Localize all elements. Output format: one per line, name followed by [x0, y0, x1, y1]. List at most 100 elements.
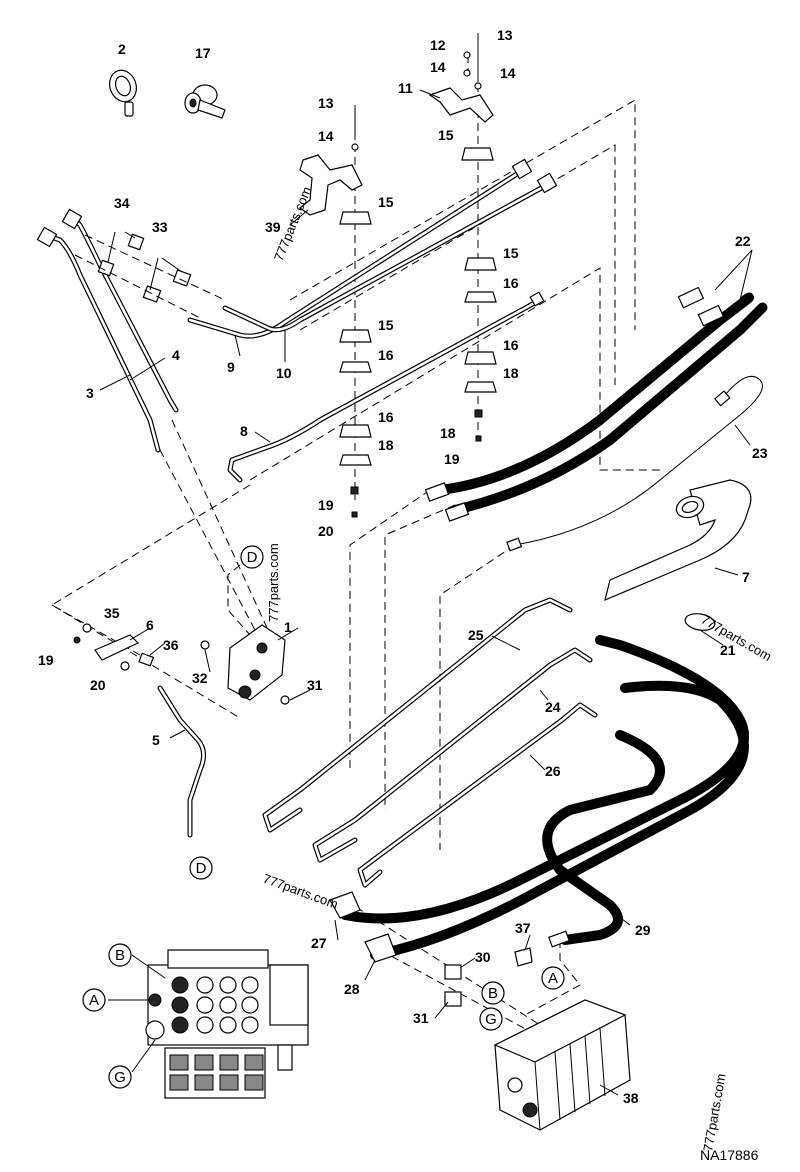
callout-letter: G [114, 1069, 126, 1086]
assembly-guide-lines [51, 45, 660, 1046]
part-number: 14 [500, 65, 516, 81]
part-number: 20 [90, 677, 106, 693]
tube-10 [222, 172, 558, 333]
tube-27 [357, 702, 598, 888]
tube-26 [262, 597, 573, 833]
tube-5 [157, 685, 206, 838]
hose-23 [424, 286, 768, 522]
part-number: 25 [468, 627, 484, 643]
part-number: 33 [152, 219, 168, 235]
hose-30 [542, 730, 665, 948]
part-number: 26 [545, 763, 561, 779]
part-number: 15 [378, 194, 394, 210]
part-number: 21 [720, 642, 736, 658]
part-number: 15 [378, 317, 394, 333]
part-number: 2 [118, 41, 126, 57]
bracket-11 [428, 33, 494, 123]
part-number: 18 [503, 365, 519, 381]
part-number: 9 [227, 359, 235, 375]
watermark-text: 777parts.com [266, 543, 281, 622]
part-number: 34 [114, 195, 130, 211]
part-number: 11 [398, 80, 413, 96]
part-number: 13 [318, 95, 334, 111]
fittings-28-29 [329, 891, 533, 1007]
callout-letter: G [485, 1011, 497, 1028]
callout-circle [108, 943, 132, 967]
part-number: 31 [307, 677, 323, 693]
part-number: 37 [515, 920, 531, 936]
part-number: 14 [430, 59, 446, 75]
part-number: 16 [503, 337, 519, 353]
hose-28 [340, 635, 749, 924]
part-number: 20 [318, 523, 334, 539]
bracket-6 [73, 623, 155, 671]
part-number: 7 [742, 569, 750, 585]
hose-24 [506, 375, 763, 552]
callout-letter: A [89, 992, 99, 1009]
part-number: 23 [752, 445, 768, 461]
part-number: 35 [104, 605, 120, 621]
part-number: 6 [146, 617, 154, 633]
clamp-22 [684, 613, 716, 631]
tube-8 [227, 291, 545, 483]
hose-clamp-2 [109, 69, 137, 117]
callout-letter: D [247, 549, 258, 566]
part-number: 15 [503, 245, 519, 261]
part-number: 38 [623, 1090, 639, 1106]
callout-circle [189, 856, 213, 880]
callout-circle [541, 966, 565, 990]
valve-1 [200, 624, 290, 705]
part-number: 15 [438, 127, 454, 143]
fittings-34-35 [74, 233, 226, 319]
part-number: 19 [444, 451, 460, 467]
part-number: 13 [497, 27, 513, 43]
part-number: 1 [284, 619, 292, 635]
part-number: 31 [413, 1010, 429, 1026]
watermark-text: 777parts.com [261, 871, 340, 912]
part-number: 10 [276, 365, 292, 381]
watermark-text: 777parts.com [699, 612, 775, 664]
bracket-40 [298, 105, 363, 216]
part-number: 19 [318, 497, 334, 513]
callout-letter: D [196, 860, 207, 877]
valve-inset-view [145, 949, 309, 1099]
part-number: 3 [86, 385, 94, 401]
callout-letter: B [115, 947, 125, 964]
part-number: 27 [311, 935, 327, 951]
tube-4 [61, 208, 179, 413]
callout-circle [108, 1065, 132, 1089]
part-number: 14 [318, 128, 334, 144]
clamps-and-fasteners [339, 147, 497, 518]
part-number: 24 [545, 699, 561, 715]
part-number: 5 [152, 732, 160, 748]
part-number: 8 [240, 423, 248, 439]
figure-id: NA17886 [700, 1147, 759, 1163]
part-number: 19 [38, 652, 54, 668]
part-number: 36 [163, 637, 179, 653]
tube-9 [187, 158, 533, 339]
callout-circle [82, 988, 106, 1012]
callout-circle [479, 1007, 503, 1031]
clamp-17 [184, 84, 226, 119]
part-number: 39 [265, 219, 281, 235]
callout-circle [481, 981, 505, 1005]
part-number: 18 [378, 437, 394, 453]
part-number: 12 [430, 37, 446, 53]
part-number: 17 [195, 45, 211, 61]
watermark-text: 777parts.com [700, 1072, 728, 1152]
part-number: 16 [378, 347, 394, 363]
part-number: 32 [192, 670, 208, 686]
tube-3 [36, 226, 161, 453]
tube-25 [312, 647, 593, 863]
part-number-labels: 1 2 3 4 5 6 7 8 9 10 11 12 13 13 14 14 1… [38, 27, 768, 1106]
callout-letters: D D A B G B G A [89, 549, 558, 1086]
part-number: 16 [503, 275, 519, 291]
control-valve-39 [493, 999, 631, 1131]
callout-circles [82, 545, 565, 1089]
part-number: 18 [440, 425, 456, 441]
part-number: 29 [635, 922, 651, 938]
leader-lines [99, 89, 753, 1096]
part-number: 28 [344, 981, 360, 997]
part-number: 4 [172, 347, 180, 363]
